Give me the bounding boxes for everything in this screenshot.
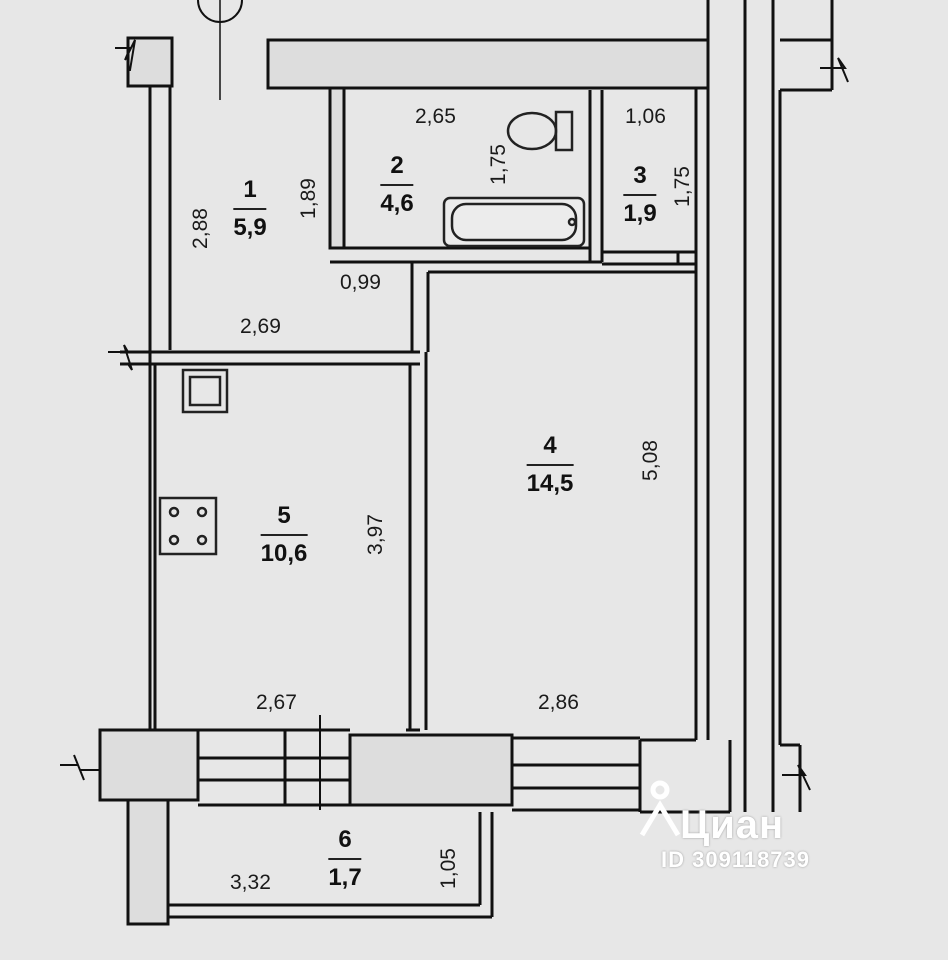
dim-r2-door: 0,99 bbox=[340, 271, 381, 294]
room-3-area: 1,9 bbox=[623, 194, 657, 228]
dim-r4-height: 5,08 bbox=[638, 440, 662, 481]
room-5-area: 10,6 bbox=[260, 534, 308, 568]
room-1-area: 5,9 bbox=[233, 208, 267, 242]
room-4-area: 14,5 bbox=[526, 464, 574, 498]
room-6-label: 6 1,7 bbox=[328, 826, 362, 892]
dim-r6-width: 3,32 bbox=[230, 871, 271, 894]
stove-icon bbox=[158, 496, 218, 556]
room-5-number: 5 bbox=[277, 502, 291, 529]
room-6-number: 6 bbox=[338, 826, 352, 853]
room-2-number: 2 bbox=[390, 152, 404, 179]
watermark-listing-id: ID 309118739 bbox=[661, 847, 811, 872]
room-2-label: 2 4,6 bbox=[380, 152, 414, 218]
room-2-area: 4,6 bbox=[380, 184, 414, 218]
dim-r6-height: 1,05 bbox=[436, 848, 460, 889]
sink-icon bbox=[181, 368, 229, 414]
room-4-number: 4 bbox=[543, 432, 557, 459]
room-3-number: 3 bbox=[633, 162, 647, 189]
watermark-brand: Циан bbox=[680, 803, 785, 847]
room-3-label: 3 1,9 bbox=[623, 162, 657, 228]
room-5-label: 5 10,6 bbox=[260, 502, 308, 568]
toilet-icon bbox=[506, 110, 574, 152]
dim-r2-width: 2,65 bbox=[415, 105, 456, 128]
fixtures bbox=[158, 110, 586, 556]
dim-r1-height-left: 2,88 bbox=[188, 208, 212, 249]
cian-logo-icon bbox=[639, 780, 681, 837]
dim-r1-height-right: 1,89 bbox=[296, 178, 320, 219]
room-1-number: 1 bbox=[243, 176, 257, 203]
room-4-label: 4 14,5 bbox=[526, 432, 574, 498]
dim-r3-height: 1,75 bbox=[670, 166, 694, 207]
dim-r4-width: 2,86 bbox=[538, 691, 579, 714]
dim-r2-height: 1,75 bbox=[486, 144, 510, 185]
dim-r3-width: 1,06 bbox=[625, 105, 666, 128]
dim-r5-width: 2,67 bbox=[256, 691, 297, 714]
room-1-label: 1 5,9 bbox=[233, 176, 267, 242]
walls bbox=[60, 0, 849, 926]
dim-r5-height: 3,97 bbox=[363, 514, 387, 555]
dim-r1-width: 2,69 bbox=[240, 315, 281, 338]
bathtub-icon bbox=[442, 196, 586, 248]
room-6-area: 1,7 bbox=[328, 858, 362, 892]
